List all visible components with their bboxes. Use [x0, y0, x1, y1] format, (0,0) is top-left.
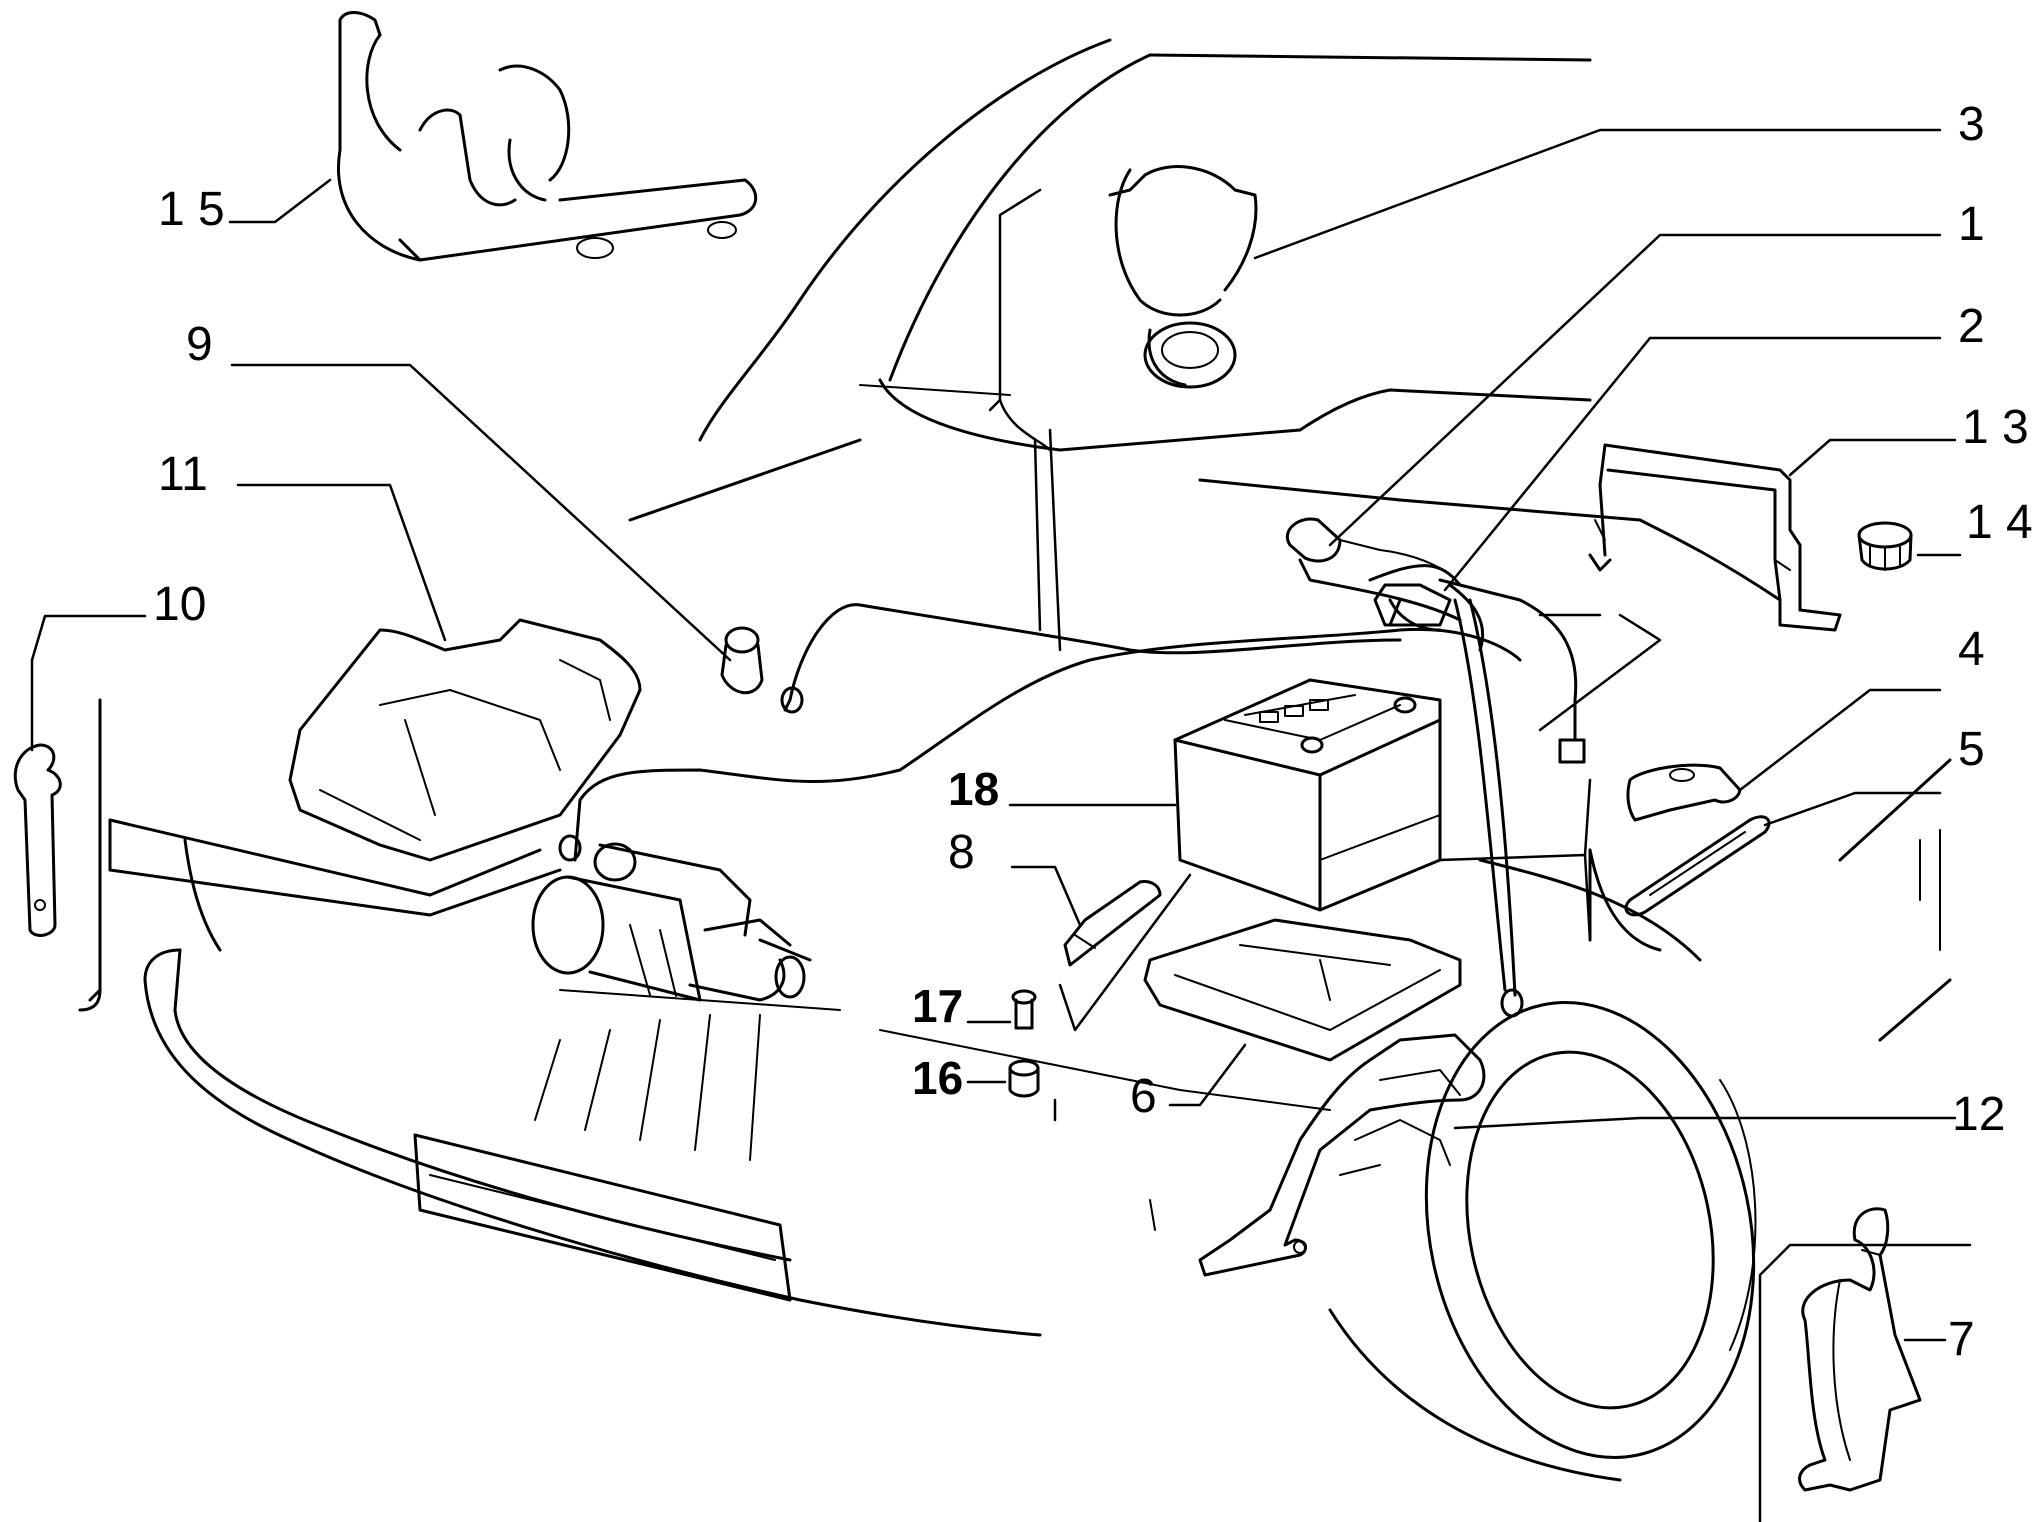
- callout-18: 18: [948, 763, 999, 815]
- part-14-knurled-nut: [1857, 521, 1913, 571]
- callout-17: 17: [912, 980, 963, 1032]
- callout-7: 7: [1948, 1313, 1975, 1366]
- leader-lines: [30, 128, 1972, 1522]
- callout-labels: 1 5 9 11 10 3 1 2 1 3 1 4 4 5 18 8 17 16…: [153, 98, 2033, 1366]
- part-12-mounting-bracket: [1198, 1033, 1486, 1277]
- part-4-bracket: [1626, 763, 1742, 822]
- part-15-double-clip-bracket: [337, 11, 758, 262]
- callout-14: 1 4: [1966, 496, 2033, 549]
- part-16-spacer: [1008, 1059, 1040, 1098]
- starter-motor: [531, 842, 812, 1002]
- part-5-strap: [1624, 815, 1771, 917]
- callout-16: 16: [912, 1052, 963, 1104]
- callout-4: 4: [1958, 623, 1985, 676]
- callout-11: 11: [158, 448, 208, 501]
- callout-3: 3: [1958, 98, 1985, 151]
- part-13-hold-down-frame: [1588, 443, 1842, 632]
- callout-1: 1: [1958, 198, 1985, 251]
- callout-5: 5: [1958, 723, 1985, 776]
- part-6-battery-tray: [1143, 918, 1462, 1062]
- car-body-outline: [78, 38, 1952, 1482]
- callout-9: 9: [186, 318, 213, 371]
- part-9-cable-terminal: [720, 626, 764, 695]
- callout-2: 2: [1958, 300, 1985, 353]
- callout-12: 12: [1952, 1088, 2005, 1141]
- part-10-wrench-clip: [13, 743, 62, 937]
- callout-8: 8: [948, 826, 975, 879]
- callout-15: 1 5: [158, 183, 225, 236]
- callout-6: 6: [1130, 1070, 1157, 1123]
- part-18-battery: [1173, 678, 1442, 912]
- wiring-harness: [558, 517, 1586, 1018]
- callout-13: 1 3: [1962, 401, 2029, 454]
- part-17-bolt: [1011, 989, 1037, 1030]
- part-3-hose-clip: [1108, 165, 1258, 389]
- part-8-battery-clamp: [1063, 880, 1162, 967]
- part-11-splash-shield: [288, 618, 642, 862]
- part-7-hose-clip: [1798, 1207, 1922, 1492]
- callout-10: 10: [153, 578, 206, 631]
